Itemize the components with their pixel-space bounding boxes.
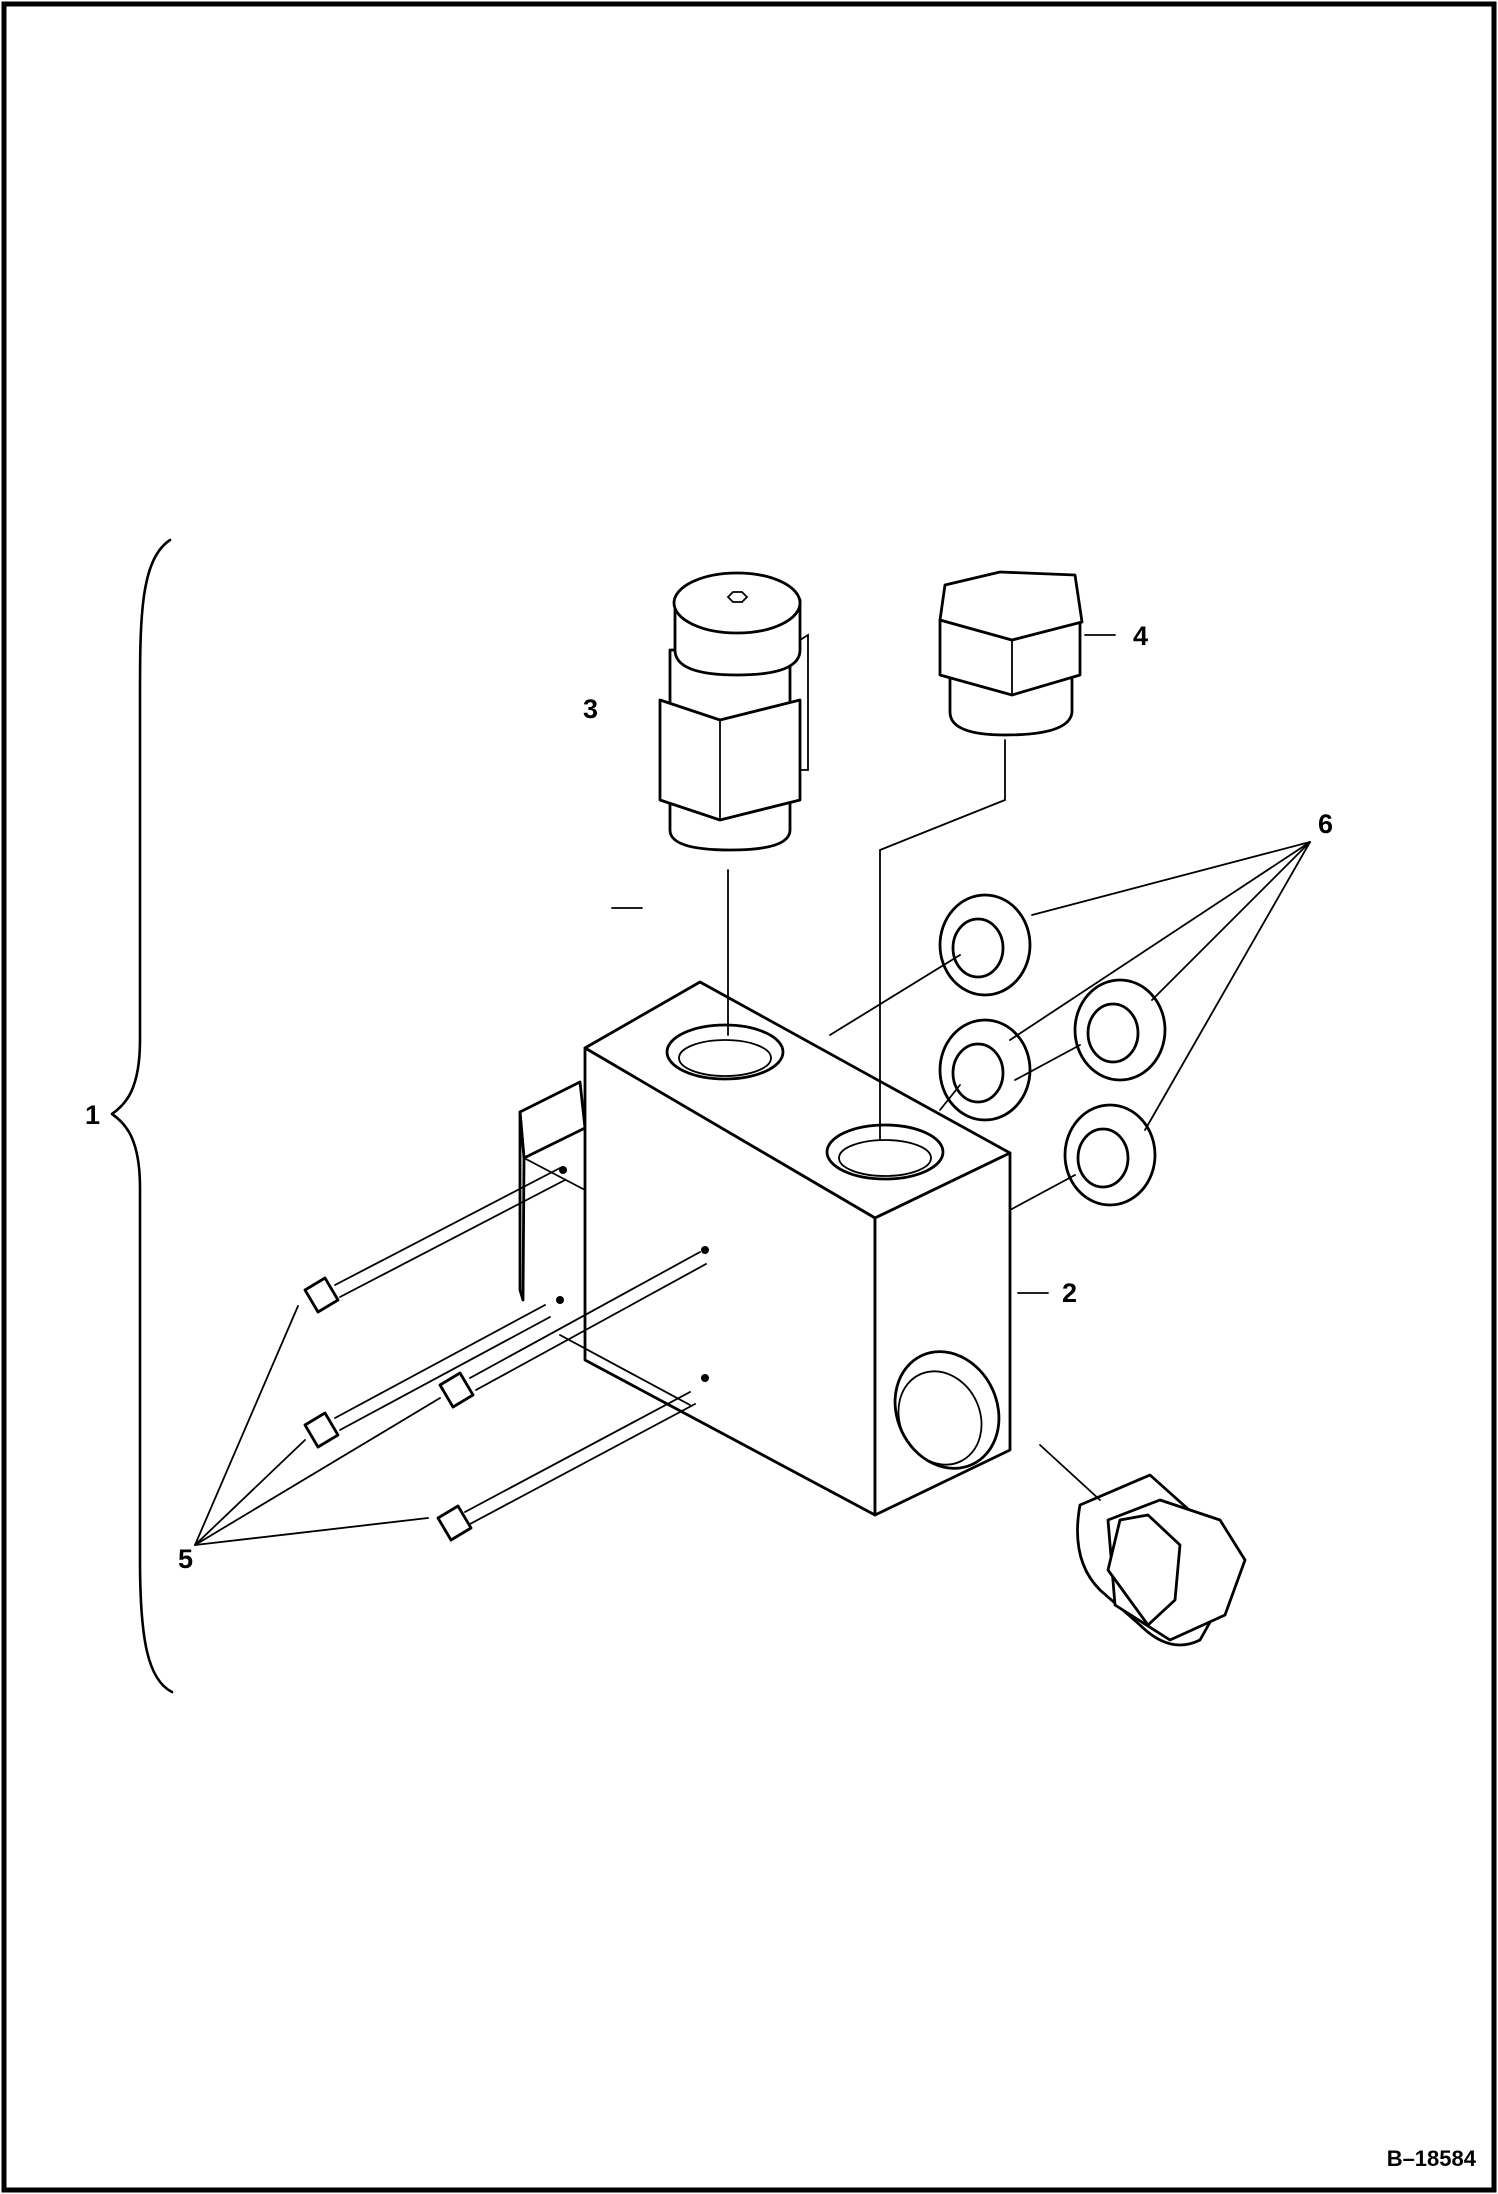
rod (303, 1304, 551, 1449)
rods (303, 1166, 709, 1542)
rod (436, 1391, 696, 1542)
rod (303, 1167, 566, 1314)
relief-cartridge (658, 571, 809, 852)
leader-lines (194, 634, 1311, 1546)
valve-body (518, 980, 1012, 1517)
side-plug (1076, 1473, 1247, 1647)
rod (438, 1251, 707, 1409)
o-ring (1063, 1103, 1157, 1207)
o-ring (938, 1018, 1032, 1122)
callout-4: 4 (1133, 621, 1148, 651)
reference-number: B–18584 (1387, 2146, 1477, 2171)
callout-6: 6 (1318, 809, 1333, 839)
callout-3: 3 (583, 694, 598, 724)
callout-5: 5 (178, 1544, 193, 1574)
top-plug (938, 570, 1084, 737)
callout-1: 1 (85, 1100, 100, 1130)
o-rings (938, 893, 1167, 1207)
assembly-brace (110, 538, 174, 1694)
o-ring (938, 893, 1032, 997)
o-ring (1073, 978, 1167, 1082)
callout-2: 2 (1062, 1278, 1077, 1308)
